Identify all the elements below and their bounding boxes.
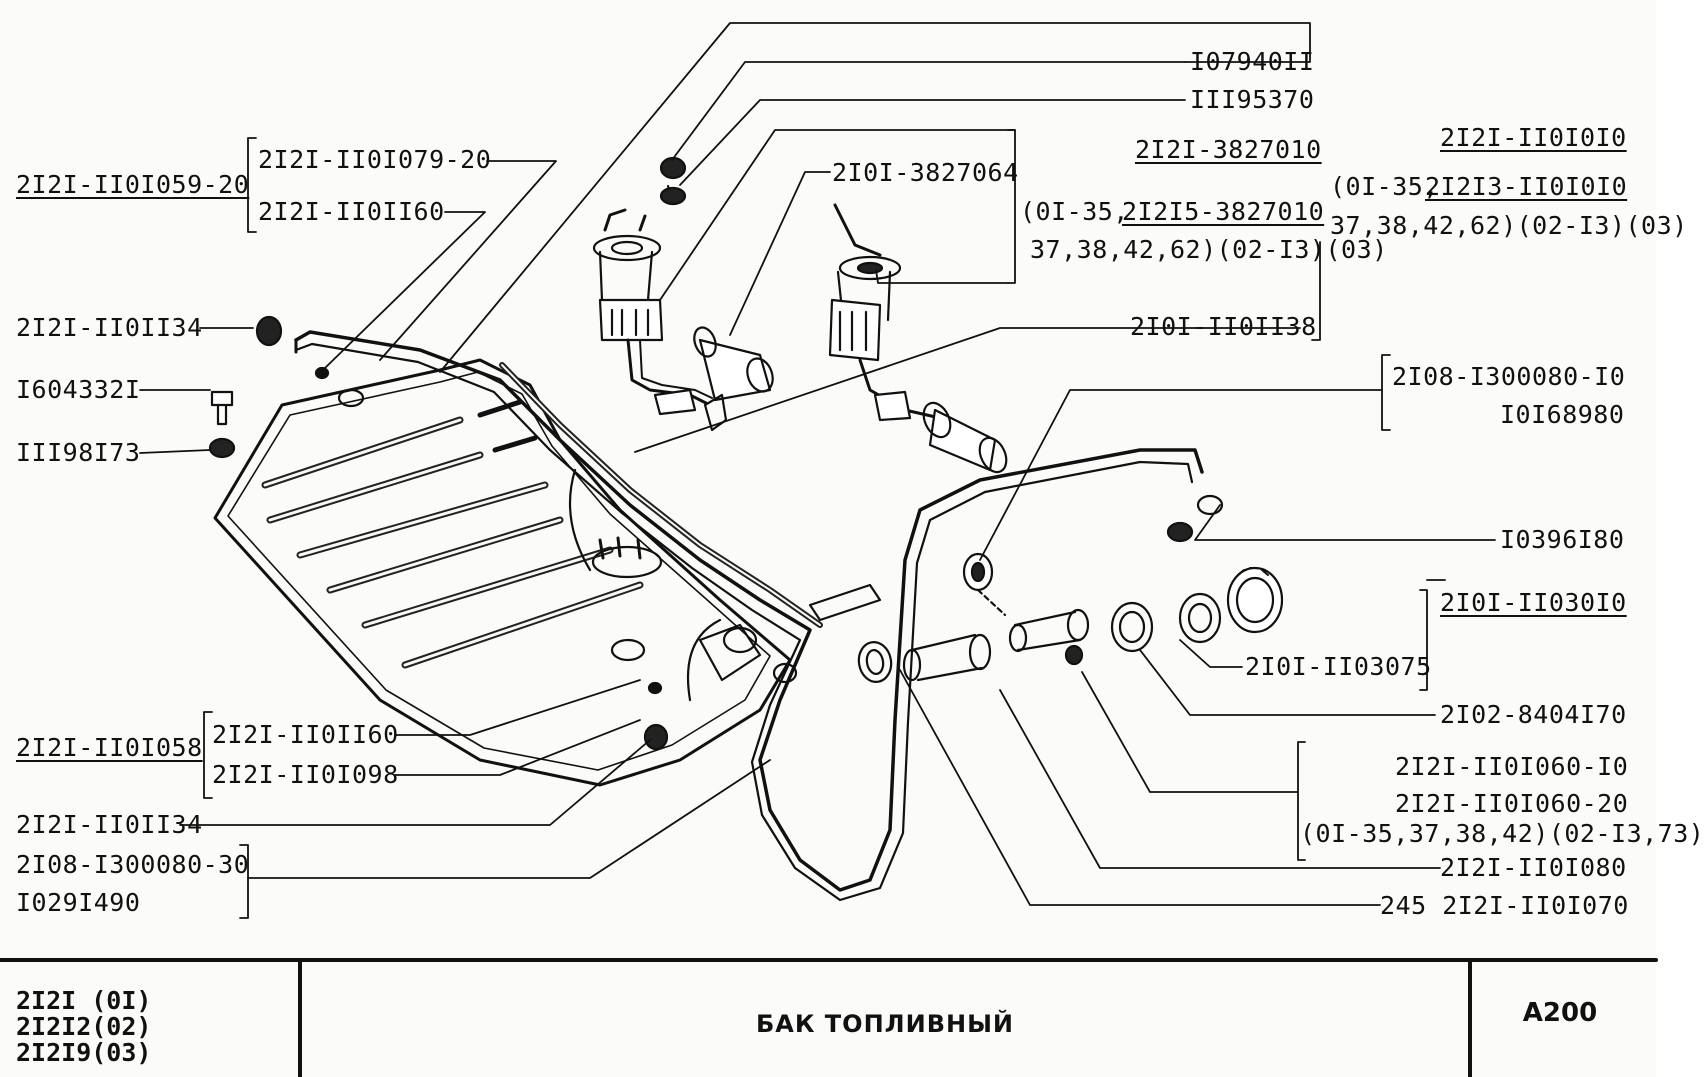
part-label: 2I0I-3827064: [832, 158, 1019, 187]
part-label: 2I2I-II0I080: [1440, 853, 1627, 882]
part-label: 2I0I-II030I0: [1440, 588, 1627, 617]
section-code: A200: [1522, 998, 1598, 1028]
model-list: 2I2I (0I) 2I2I2(02) 2I2I9(03): [16, 988, 151, 1066]
parts-diagram-sheet: 2I2I-II0I059-20 2I2I-II0I079-20 2I2I-II0…: [0, 22, 1704, 1077]
part-label: 2I2I5-3827010: [1122, 197, 1325, 226]
part-label: 2I0I-II03075: [1245, 652, 1432, 681]
part-label: 2I0I-II0II38: [1130, 312, 1317, 341]
part-label: 2I2I-3827010: [1135, 135, 1322, 164]
part-label: 2I2I-II0I0I0: [1440, 123, 1627, 152]
part-label: I07940II: [1190, 47, 1315, 76]
filler-neck-assembly: [808, 494, 1284, 683]
fuel-tank-drawing: [0, 22, 1658, 1077]
fuel-level-sender-right: [828, 203, 1008, 474]
part-label: 2I08-I300080-I0: [1392, 362, 1626, 391]
page-title: БАК ТОПЛИВНЫЙ: [755, 1010, 1015, 1038]
fuel-lines: [208, 315, 1204, 902]
model-item: 2I2I (0I): [16, 986, 152, 1015]
part-label: 2I08-I300080-30: [16, 850, 250, 879]
part-label: 2I2I-II0II60: [258, 197, 445, 226]
part-label: 2I2I-II0II60: [212, 720, 399, 749]
model-item: 2I2I2(02): [16, 1012, 152, 1041]
part-label: I604332I: [16, 375, 141, 404]
part-label: I0I68980: [1500, 400, 1625, 429]
part-label: (0I-35,: [1330, 172, 1439, 201]
part-label: 2I2I-II0I060-20: [1395, 789, 1629, 818]
leader-lines: [139, 22, 1496, 919]
part-label: I029I490: [16, 888, 141, 917]
title-block-frame: [0, 958, 1658, 1077]
part-label: 2I2I-II0I059-20: [16, 170, 250, 199]
part-label: 2I2I3-II0I0I0: [1425, 172, 1628, 201]
part-label: (0I-35,37,38,42)(02-I3,73): [1300, 819, 1704, 848]
part-label: 2I2I-II0I098: [212, 760, 399, 789]
fuel-tank-body: [213, 358, 798, 787]
fuel-level-sender-left: [592, 156, 774, 432]
part-label: 2I2I-II0I060-I0: [1395, 752, 1629, 781]
part-label: 245 2I2I-II0I070: [1380, 891, 1629, 920]
part-label: 2I2I-II0I079-20: [258, 145, 492, 174]
part-label: III95370: [1190, 85, 1315, 114]
model-item: 2I2I9(03): [16, 1038, 152, 1067]
part-label: 2I2I-II0II34: [16, 313, 203, 342]
part-label: III98I73: [16, 438, 141, 467]
part-label: (0I-35,: [1020, 197, 1129, 226]
part-label: 37,38,42,62)(02-I3)(03): [1030, 235, 1388, 264]
part-label: 2I2I-II0II34: [16, 810, 203, 839]
part-label: 2I2I-II0I058: [16, 733, 203, 762]
part-label: 2I02-8404I70: [1440, 700, 1627, 729]
part-label: I0396I80: [1500, 525, 1625, 554]
part-label: 37,38,42,62)(02-I3)(03): [1330, 211, 1688, 240]
